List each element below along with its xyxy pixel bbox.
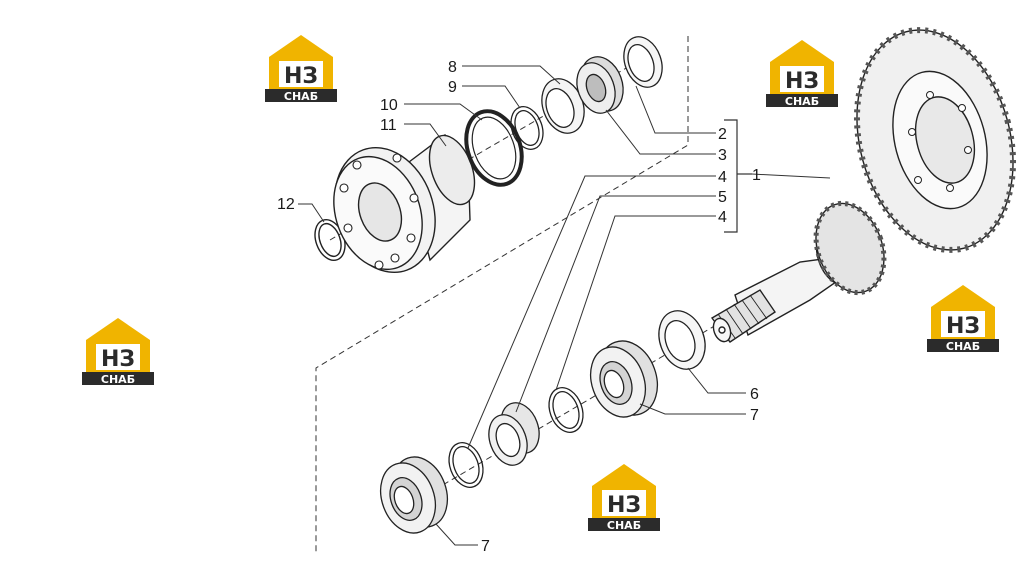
leader-lines xyxy=(298,65,831,546)
svg-text:СНАБ: СНАБ xyxy=(785,95,819,108)
shim-plate-part-2 xyxy=(623,36,663,88)
svg-text:НЗ: НЗ xyxy=(284,64,318,89)
washer-part-8 xyxy=(541,78,585,134)
svg-text:СНАБ: СНАБ xyxy=(101,373,135,386)
svg-text:СНАБ: СНАБ xyxy=(284,90,318,103)
callout-label: 4 xyxy=(718,169,727,186)
callout-label: 1 xyxy=(752,167,761,184)
callout-labels: 1 2 3 4 5 4 6 7 7 8 9 10 11 12 xyxy=(277,59,761,555)
callout-label: 11 xyxy=(380,117,397,134)
crown-gear xyxy=(853,27,1017,253)
pinion-shaft xyxy=(710,200,887,343)
svg-text:НЗ: НЗ xyxy=(101,347,135,372)
spacer-part-5 xyxy=(488,402,540,466)
callout-label: 12 xyxy=(277,196,295,213)
callout-label: 7 xyxy=(481,538,490,555)
svg-text:НЗ: НЗ xyxy=(946,314,980,339)
callout-label: 5 xyxy=(718,189,727,206)
svg-text:НЗ: НЗ xyxy=(607,493,641,518)
svg-text:СНАБ: СНАБ xyxy=(946,340,980,353)
shim-part-6 xyxy=(658,310,706,370)
callout-bracket xyxy=(724,119,752,233)
callout-label: 3 xyxy=(718,147,727,164)
svg-text:НЗ: НЗ xyxy=(785,69,819,94)
callout-label: 10 xyxy=(380,97,398,114)
callout-label: 2 xyxy=(718,126,727,143)
watermark-logo: НЗ СНАБ xyxy=(588,464,660,532)
callout-label: 7 xyxy=(750,407,759,424)
callout-label: 4 xyxy=(718,209,727,226)
slotted-nut-part-3 xyxy=(576,56,624,114)
svg-text:СНАБ: СНАБ xyxy=(607,519,641,532)
callout-label: 6 xyxy=(750,386,759,403)
seal-ring-part-10 xyxy=(464,109,524,187)
bearing-part-7-upper xyxy=(589,340,658,418)
flange-hub-part-11 xyxy=(333,134,476,274)
callout-label: 8 xyxy=(448,59,457,76)
watermark-logo: НЗ СНАБ xyxy=(766,40,838,108)
ring-part-9 xyxy=(510,106,544,150)
watermark-logo: НЗ СНАБ xyxy=(927,285,999,353)
ring-part-4-middle xyxy=(548,387,584,433)
bearing-part-7-lower xyxy=(379,456,449,534)
callout-label: 9 xyxy=(448,79,457,96)
ring-part-4-lower xyxy=(448,442,484,488)
watermark-logo: НЗ СНАБ xyxy=(265,35,337,103)
watermark-logo: НЗ СНАБ xyxy=(82,318,154,386)
